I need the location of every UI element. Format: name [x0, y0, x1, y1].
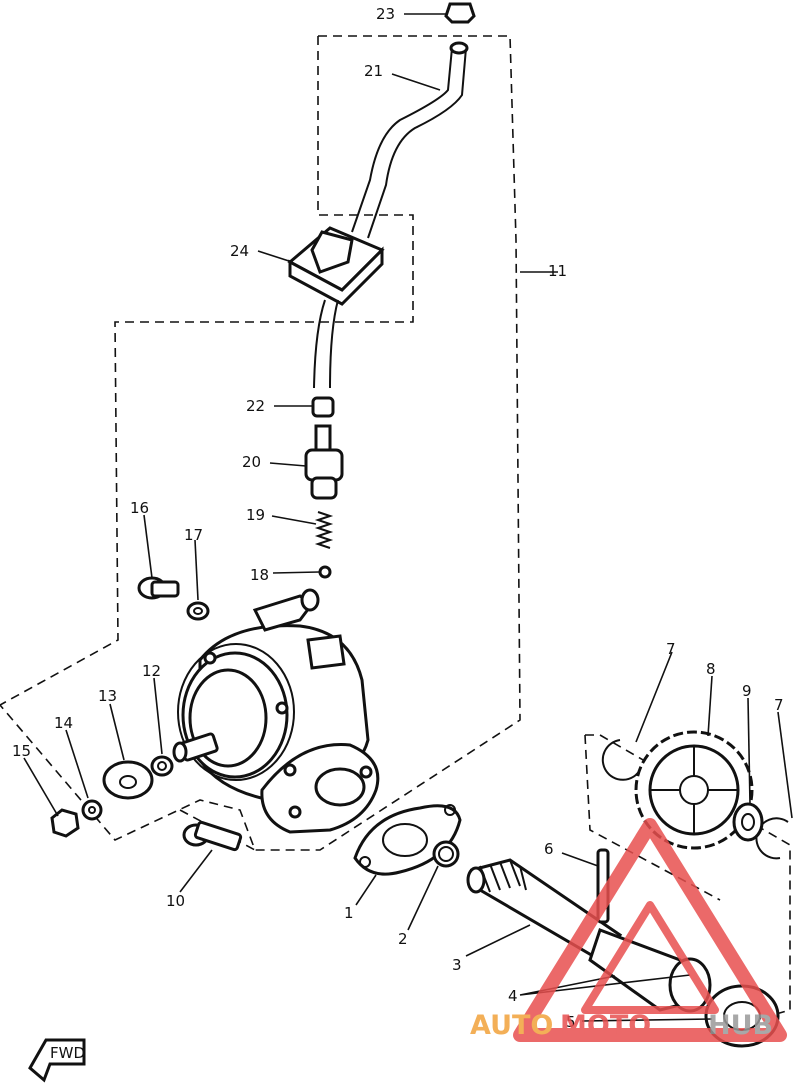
callout-12: 12	[142, 662, 161, 680]
washer-12	[150, 755, 174, 777]
callout-24: 24	[230, 242, 249, 260]
callout-13: 13	[98, 687, 117, 705]
callout-9: 9	[742, 682, 752, 700]
callout-5: 5	[566, 1013, 576, 1031]
check-valve-spring	[314, 511, 334, 549]
oil-delivery-pipe	[351, 41, 469, 239]
pump-mounting-bolt-16	[137, 576, 180, 600]
callout-14: 14	[54, 714, 73, 732]
watermark-auto: AUTO	[470, 1010, 553, 1041]
oil-pump-body	[177, 588, 380, 834]
callout-7b: 7	[774, 696, 784, 714]
callout-6: 6	[544, 840, 554, 858]
callout-labels: 23 21 24 11 22 20 19 18 16 17 12 13 14 1…	[12, 5, 784, 1031]
fwd-label: FWD	[50, 1044, 85, 1062]
callout-8: 8	[706, 660, 716, 678]
pump-mounting-bolt-10	[182, 820, 243, 852]
pulley-plate	[102, 760, 154, 800]
circlip-left	[601, 739, 641, 781]
nut	[50, 808, 80, 838]
callout-17: 17	[184, 526, 203, 544]
assembly-11-boundary	[0, 35, 521, 851]
watermark-moto: MOTO	[560, 1010, 651, 1041]
watermark-hub: HUB	[708, 1010, 773, 1041]
callout-15: 15	[12, 742, 31, 760]
callout-20: 20	[242, 453, 261, 471]
thrust-washer	[732, 802, 764, 842]
callout-18: 18	[250, 566, 269, 584]
oil-pipe-lower	[313, 299, 339, 389]
hose-band	[311, 396, 335, 418]
callout-4: 4	[508, 987, 518, 1005]
pump-shaft	[172, 732, 219, 763]
callout-11: 11	[548, 262, 567, 280]
check-valve-ball	[318, 565, 332, 579]
callout-7a: 7	[666, 640, 676, 658]
check-valve-fitting	[304, 424, 344, 500]
callout-2: 2	[398, 930, 408, 948]
o-ring	[432, 840, 460, 868]
spring-washer	[81, 799, 103, 821]
cap-nut	[444, 2, 476, 24]
callout-10: 10	[166, 892, 185, 910]
callout-3: 3	[452, 956, 462, 974]
watermark-logo: AUTO MOTO HUB	[470, 818, 787, 1042]
callout-21: 21	[364, 62, 383, 80]
washer-17	[186, 601, 210, 621]
forward-direction-marker: FWD	[28, 1038, 86, 1083]
callout-23: 23	[376, 5, 395, 23]
pipe-cover-grommet	[287, 226, 385, 306]
callout-1: 1	[344, 904, 354, 922]
callout-22: 22	[246, 397, 265, 415]
leader-lines	[23, 13, 793, 1022]
callout-19: 19	[246, 506, 265, 524]
callout-16: 16	[130, 499, 149, 517]
driven-gear	[634, 730, 754, 850]
